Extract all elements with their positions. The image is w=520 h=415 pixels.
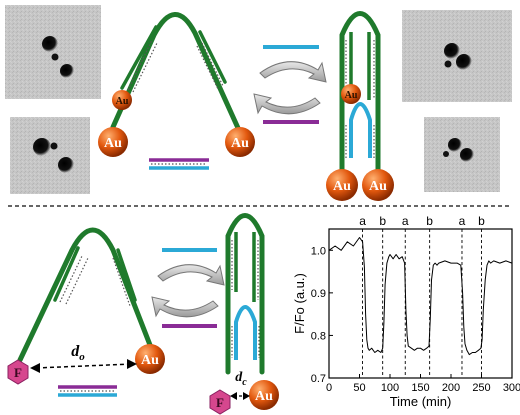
y-tick-label: 0.9 [311,288,326,300]
x-tick-label: 250 [472,382,490,394]
event-label: a [359,214,366,228]
open-hairpin-top: Au Au Au [98,12,255,157]
closed-hairpin-top: Au Au Au [326,11,394,201]
cycle-arrows-icon [151,248,225,328]
distance-closed-label: d [235,370,243,385]
fluorophore-label: F [216,395,224,410]
gold-nanoparticle-icon [98,127,128,157]
gold-nanoparticle-icon [225,127,255,157]
x-tick-label: 100 [381,382,399,394]
y-tick-label: 0.8 [311,330,326,342]
gold-label: Au [369,179,387,194]
y-tick-label: 1.0 [311,245,326,257]
duplex-strands-top [149,158,209,170]
closed-hairpin-bottom: F Au dc [209,213,279,415]
gold-label: Au [104,136,122,151]
tem-image-top-left [5,5,101,99]
gold-label: Au [255,389,273,404]
tem-image-bottom-left [10,117,90,194]
gold-nanoparticle-icon [362,169,394,201]
gold-label: Au [231,136,249,151]
plot-frame [328,228,513,379]
y-axis-label: F/Fo (a.u.) [292,273,307,334]
bottom-panel: F Au do [7,213,520,415]
x-tick-label: 50 [353,382,365,394]
distance-closed-sub: c [242,377,247,388]
gold-nanoparticle-icon [341,84,361,104]
event-label: a [402,214,409,228]
event-label: b [478,214,485,228]
distance-open-arrow [35,363,133,369]
y-tick-label: 0.7 [311,373,326,385]
svg-text:do: do [71,343,85,363]
top-panel: Au Au Au [5,5,512,201]
tem-image-top-right [402,10,512,102]
gold-nanoparticle-icon [135,344,165,374]
event-label: b [379,214,386,228]
open-hairpin-bottom: F Au do [7,227,165,385]
tem-image-bottom-right [424,117,500,192]
x-tick-label: 200 [442,382,460,394]
duplex-strands-bottom [58,385,117,397]
x-axis-label: Time (min) [390,394,452,409]
x-tick-label: 300 [503,382,520,394]
gold-label: Au [116,96,129,107]
fluorophore-label: F [14,365,22,380]
svg-text:dc: dc [235,370,247,388]
x-tick-label: 150 [411,382,429,394]
gold-nanoparticle-icon [249,380,279,410]
fluorophore-hexagon-icon [7,359,29,385]
gold-label: Au [345,90,358,101]
cycle-arrows-icon [253,45,327,124]
gold-label: Au [333,179,351,194]
distance-open-sub: o [79,351,85,363]
gold-nanoparticle-icon [112,90,132,110]
distance-open-label: d [71,343,80,360]
x-tick-label: 0 [326,382,332,394]
gold-label: Au [141,353,159,368]
event-label: a [459,214,466,228]
data-series-line [328,237,513,356]
event-label: b [426,214,433,228]
gold-nanoparticle-icon [326,169,358,201]
